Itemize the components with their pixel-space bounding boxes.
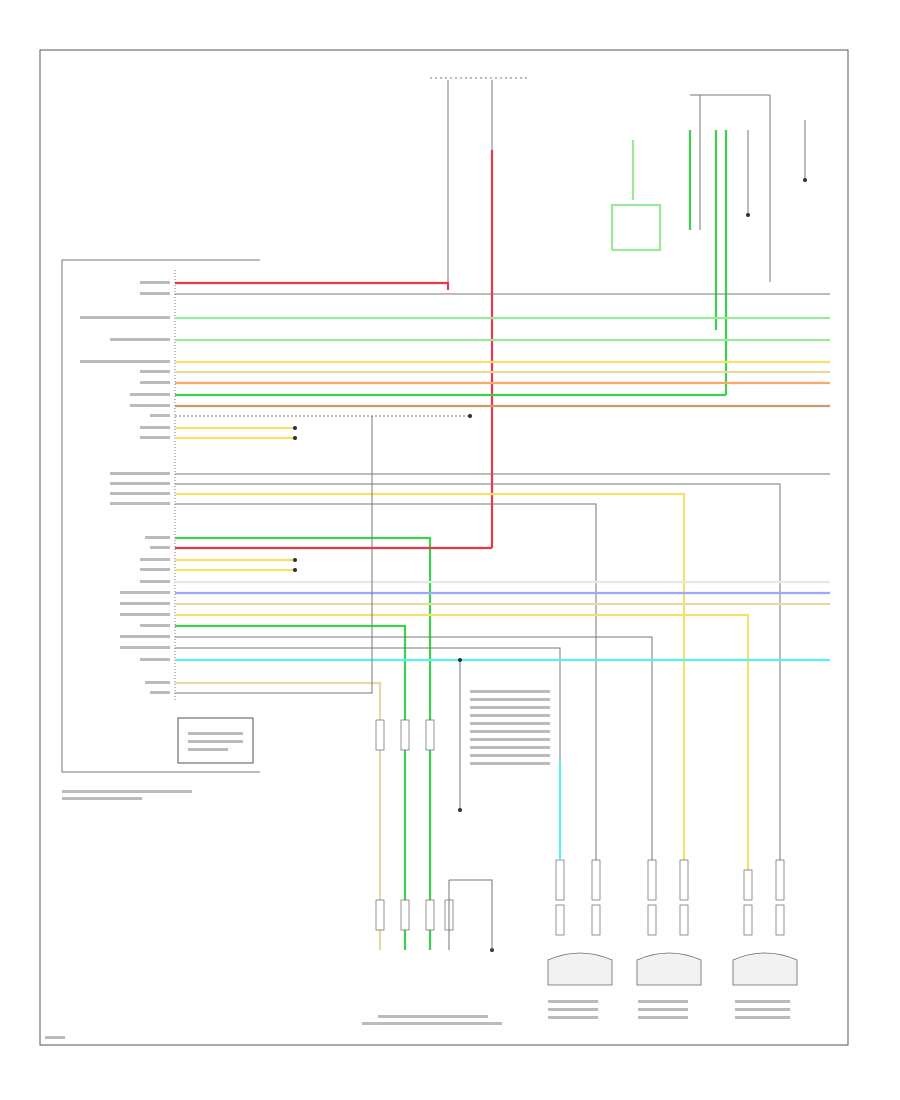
pressure-sensor-box	[177, 717, 254, 764]
wire-row-29	[175, 681, 382, 950]
pressure-sensor-label	[188, 732, 243, 751]
wire-row-16	[175, 503, 597, 860]
wire-row-17	[175, 536, 432, 950]
pin-label-column	[80, 281, 170, 694]
connector-column-left	[375, 719, 454, 931]
wire-row-25	[175, 624, 407, 950]
wheel-sensor-right-rear	[732, 859, 798, 986]
wire-loop-green	[610, 203, 662, 252]
bottom-labels	[45, 790, 790, 1039]
wire-row-14	[175, 483, 781, 860]
wheel-sensor-left-rear	[636, 859, 702, 986]
diagram-frame	[39, 49, 849, 1046]
note-block	[470, 690, 550, 765]
wire-row-30	[175, 416, 373, 694]
wire-row-15	[175, 492, 686, 870]
wire-row-24	[175, 613, 750, 870]
wire-row-26	[175, 636, 653, 860]
wire-power-red	[175, 281, 450, 290]
splice-points	[293, 178, 807, 952]
bottom-gray-bracket	[449, 879, 493, 950]
wheel-sensor-left-front	[547, 760, 613, 986]
module-outline	[61, 259, 260, 773]
